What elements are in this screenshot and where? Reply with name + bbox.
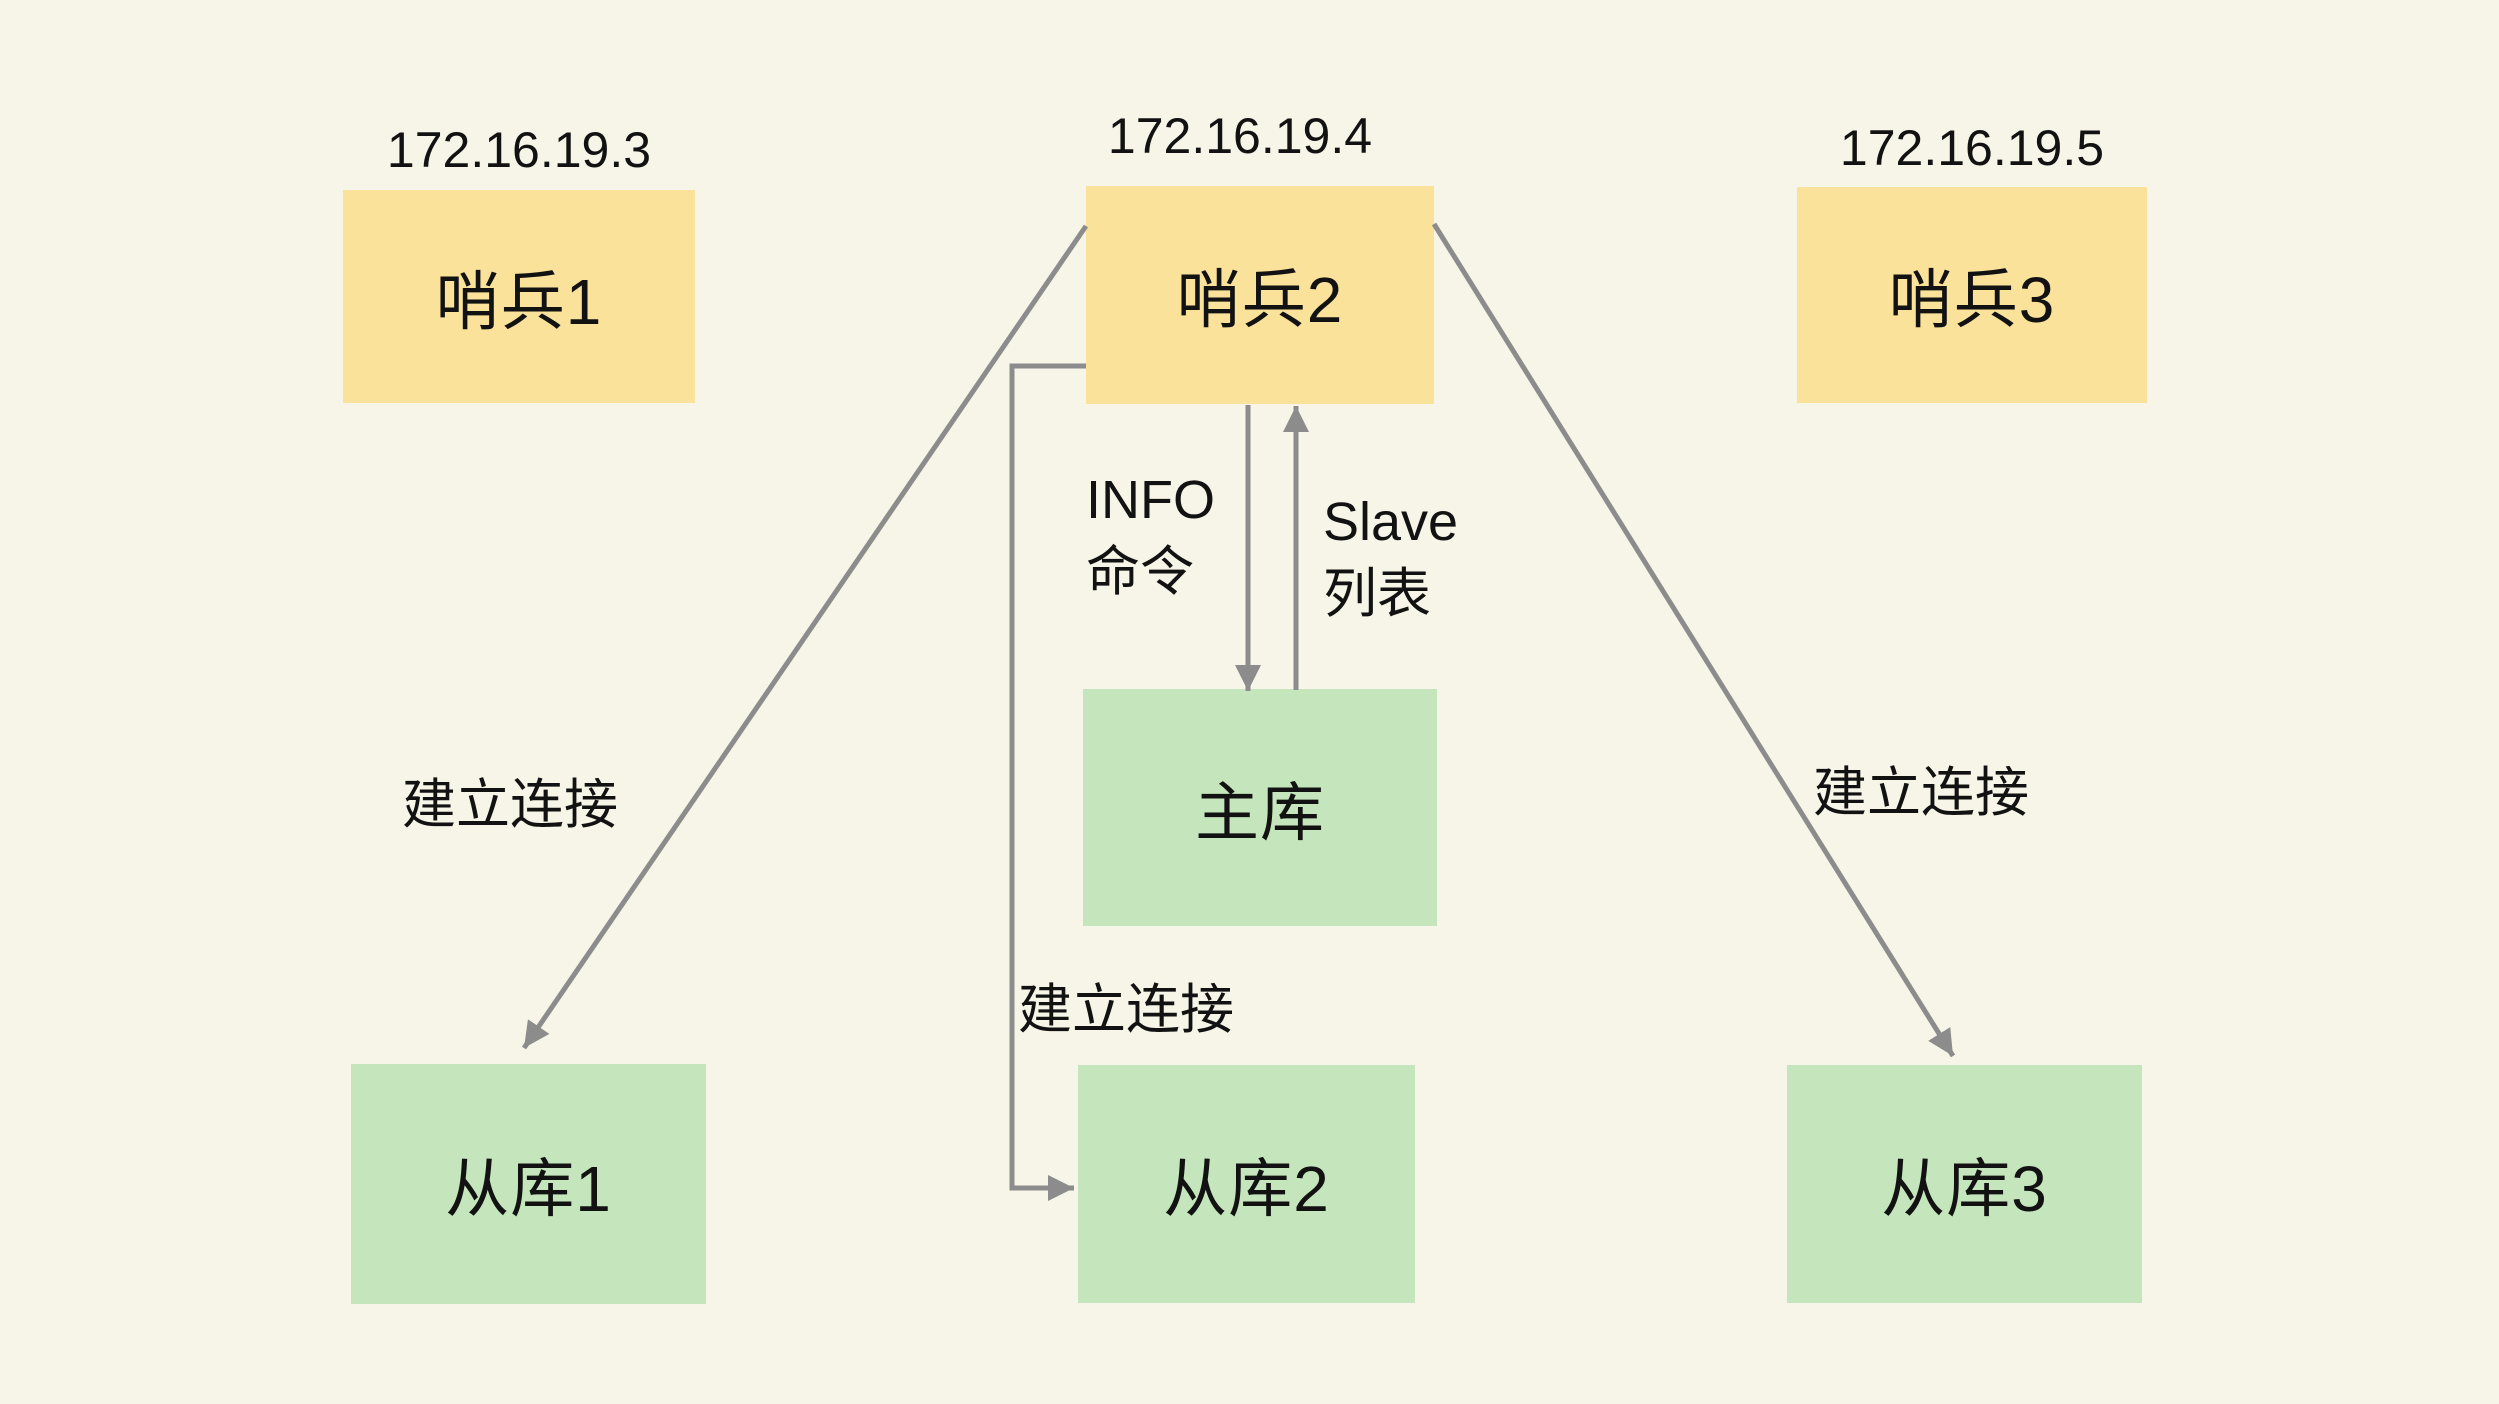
edge-label-info-command: INFO 命令 [1086,464,1215,608]
edge-label-info-command-line1: INFO [1086,470,1215,530]
node-slave3: 从库3 [1787,1065,2142,1303]
node-slave1: 从库1 [351,1064,706,1304]
node-slave2: 从库2 [1078,1065,1415,1303]
node-sentinel2-label: 哨兵2 [1176,264,1344,336]
node-master-label: 主库 [1195,776,1325,849]
edge-label-slave-list-line2: 列表 [1323,564,1431,624]
node-sentinel3-label: 哨兵3 [1888,264,2056,336]
edge-label-slave-list: Slave 列表 [1323,486,1458,630]
node-slave2-label: 从库2 [1163,1153,1330,1225]
node-master: 主库 [1083,689,1437,926]
arrow-sentinel2-to-slave2-elbow [1009,363,1086,1201]
edge-label-connect-slave3: 建立连接 [1813,763,2029,823]
ip-label-sentinel3: 172.16.19.5 [1839,120,2105,176]
node-slave3-label: 从库3 [1881,1153,2048,1225]
node-sentinel2: 哨兵2 [1086,186,1434,404]
node-sentinel1: 哨兵1 [343,190,695,403]
edge-label-info-command-line2: 命令 [1086,542,1194,602]
edge-label-slave-list-line1: Slave [1323,492,1459,552]
edge-label-connect-slave1: 建立连接 [402,775,618,835]
node-slave1-label: 从库1 [445,1153,612,1225]
ip-label-sentinel1: 172.16.19.3 [386,122,652,178]
ip-label-sentinel2: 172.16.19.4 [1107,108,1373,164]
node-sentinel3: 哨兵3 [1797,187,2147,403]
node-sentinel1-label: 哨兵1 [435,265,603,338]
edge-label-connect-slave2: 建立连接 [1018,980,1234,1040]
